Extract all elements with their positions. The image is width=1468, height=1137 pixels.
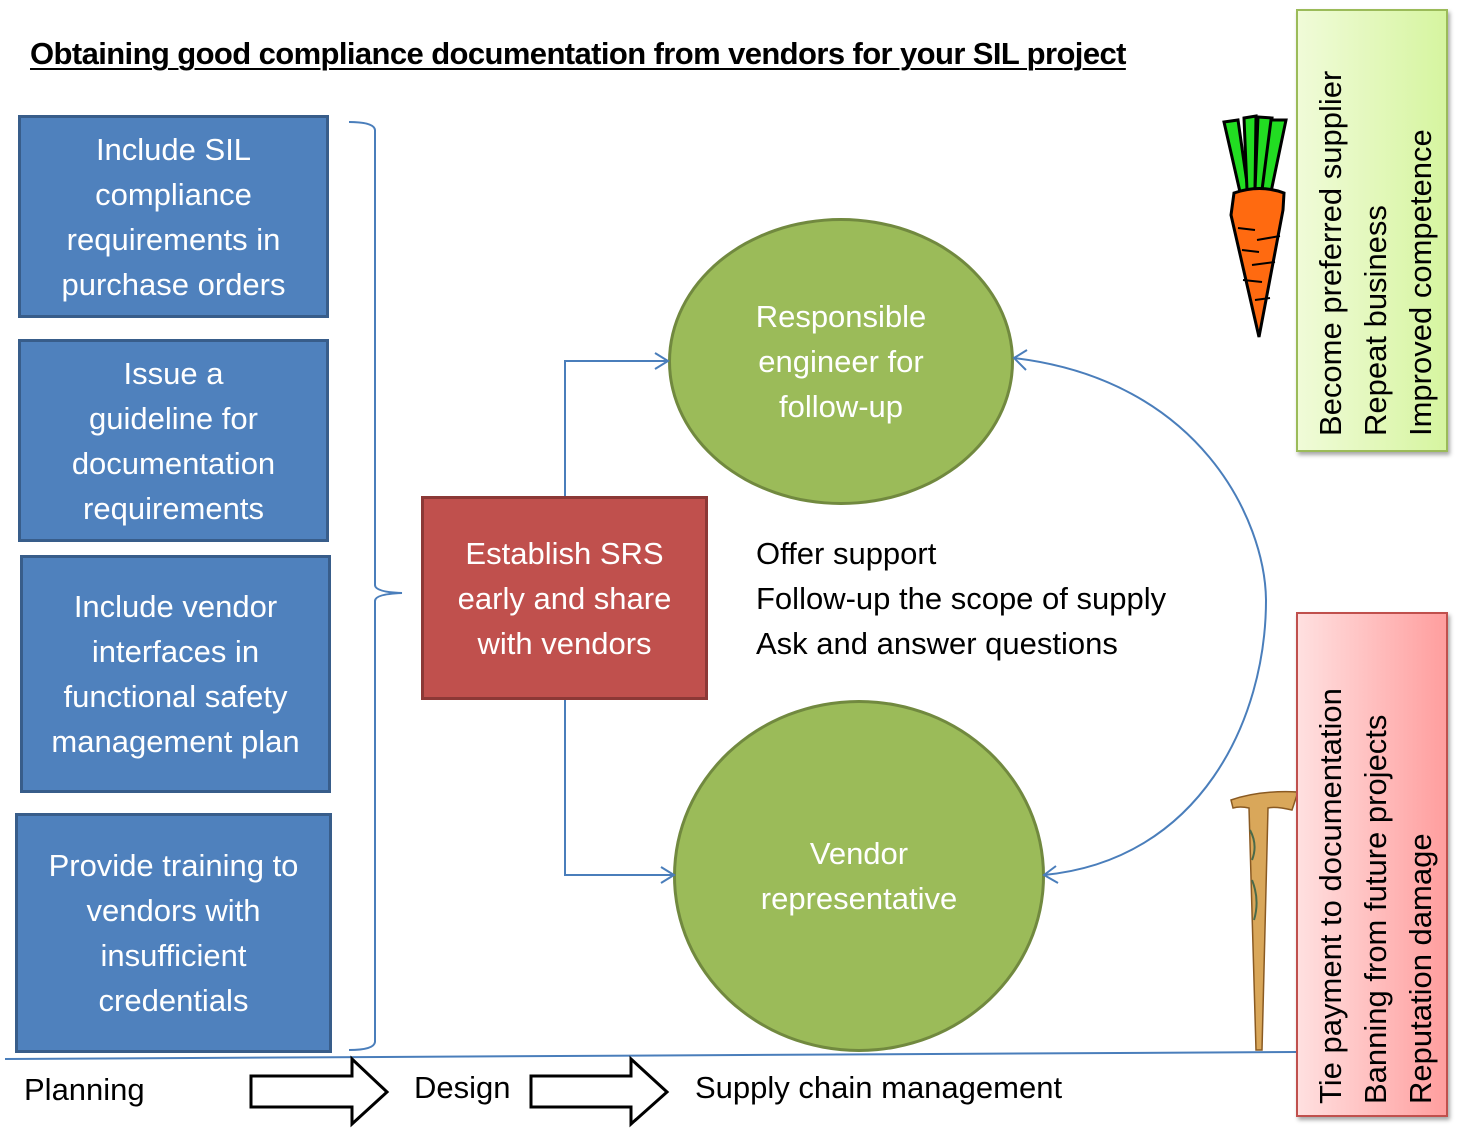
arrowhead-arc-top — [1012, 349, 1028, 371]
planning-action-text: Provide training to vendors with insuffi… — [48, 848, 299, 1018]
connector-srs-to-engineer — [564, 360, 668, 496]
planning-action-purchase-orders: Include SIL compliance requirements in p… — [18, 115, 329, 318]
support-action: Ask and answer questions — [756, 626, 1118, 661]
timeline-line — [4, 1051, 1297, 1060]
penalties-box: Tie payment to documentation Banning fro… — [1296, 612, 1448, 1117]
design-action-srs: Establish SRS early and share with vendo… — [421, 496, 708, 700]
support-action: Offer support — [756, 536, 937, 571]
support-action: Follow-up the scope of supply — [756, 581, 1167, 616]
support-actions-list: Offer support Follow-up the scope of sup… — [756, 531, 1166, 666]
penalty-item: Tie payment to documentation — [1313, 688, 1348, 1104]
phase-planning: Planning — [24, 1072, 145, 1107]
arrowhead-arc-bottom — [1042, 865, 1059, 884]
planning-action-text: Include vendor interfaces in functional … — [51, 589, 300, 759]
arrowhead-vendor — [660, 866, 676, 884]
connector-engineer-vendor-arc — [1013, 357, 1268, 876]
carrot-icon — [1222, 114, 1288, 338]
phase-supply-chain-management: Supply chain management — [695, 1070, 1063, 1105]
stick-icon — [1230, 790, 1300, 1051]
role-label: Responsible engineer for follow-up — [755, 299, 927, 424]
design-action-text: Establish SRS early and share with vendo… — [457, 535, 672, 661]
role-label: Vendor representative — [760, 836, 958, 916]
planning-action-fsm-plan: Include vendor interfaces in functional … — [20, 555, 331, 793]
diagram-title: Obtaining good compliance documentation … — [30, 36, 1126, 71]
penalty-item: Reputation damage — [1403, 833, 1438, 1104]
incentive-item: Become preferred supplier — [1313, 70, 1348, 436]
incentive-item: Improved competence — [1403, 129, 1438, 436]
planning-bracket — [348, 121, 403, 1051]
arrowhead-engineer — [654, 352, 670, 370]
penalty-item: Banning from future projects — [1358, 714, 1393, 1104]
planning-action-guideline: Issue a guideline for documentation requ… — [18, 339, 329, 542]
incentive-item: Repeat business — [1358, 205, 1393, 436]
phase-design: Design — [414, 1070, 511, 1105]
role-vendor-representative: Vendor representative — [673, 700, 1045, 1052]
phase-arrow-icon — [529, 1055, 670, 1128]
planning-action-text: Issue a guideline for documentation requ… — [71, 355, 276, 526]
phase-arrow-icon — [249, 1055, 390, 1128]
connector-srs-to-vendor — [564, 700, 674, 876]
incentives-box: Become preferred supplier Repeat busines… — [1296, 9, 1448, 452]
role-responsible-engineer: Responsible engineer for follow-up — [668, 218, 1014, 505]
planning-action-text: Include SIL compliance requirements in p… — [61, 131, 286, 302]
planning-action-training: Provide training to vendors with insuffi… — [15, 813, 332, 1053]
